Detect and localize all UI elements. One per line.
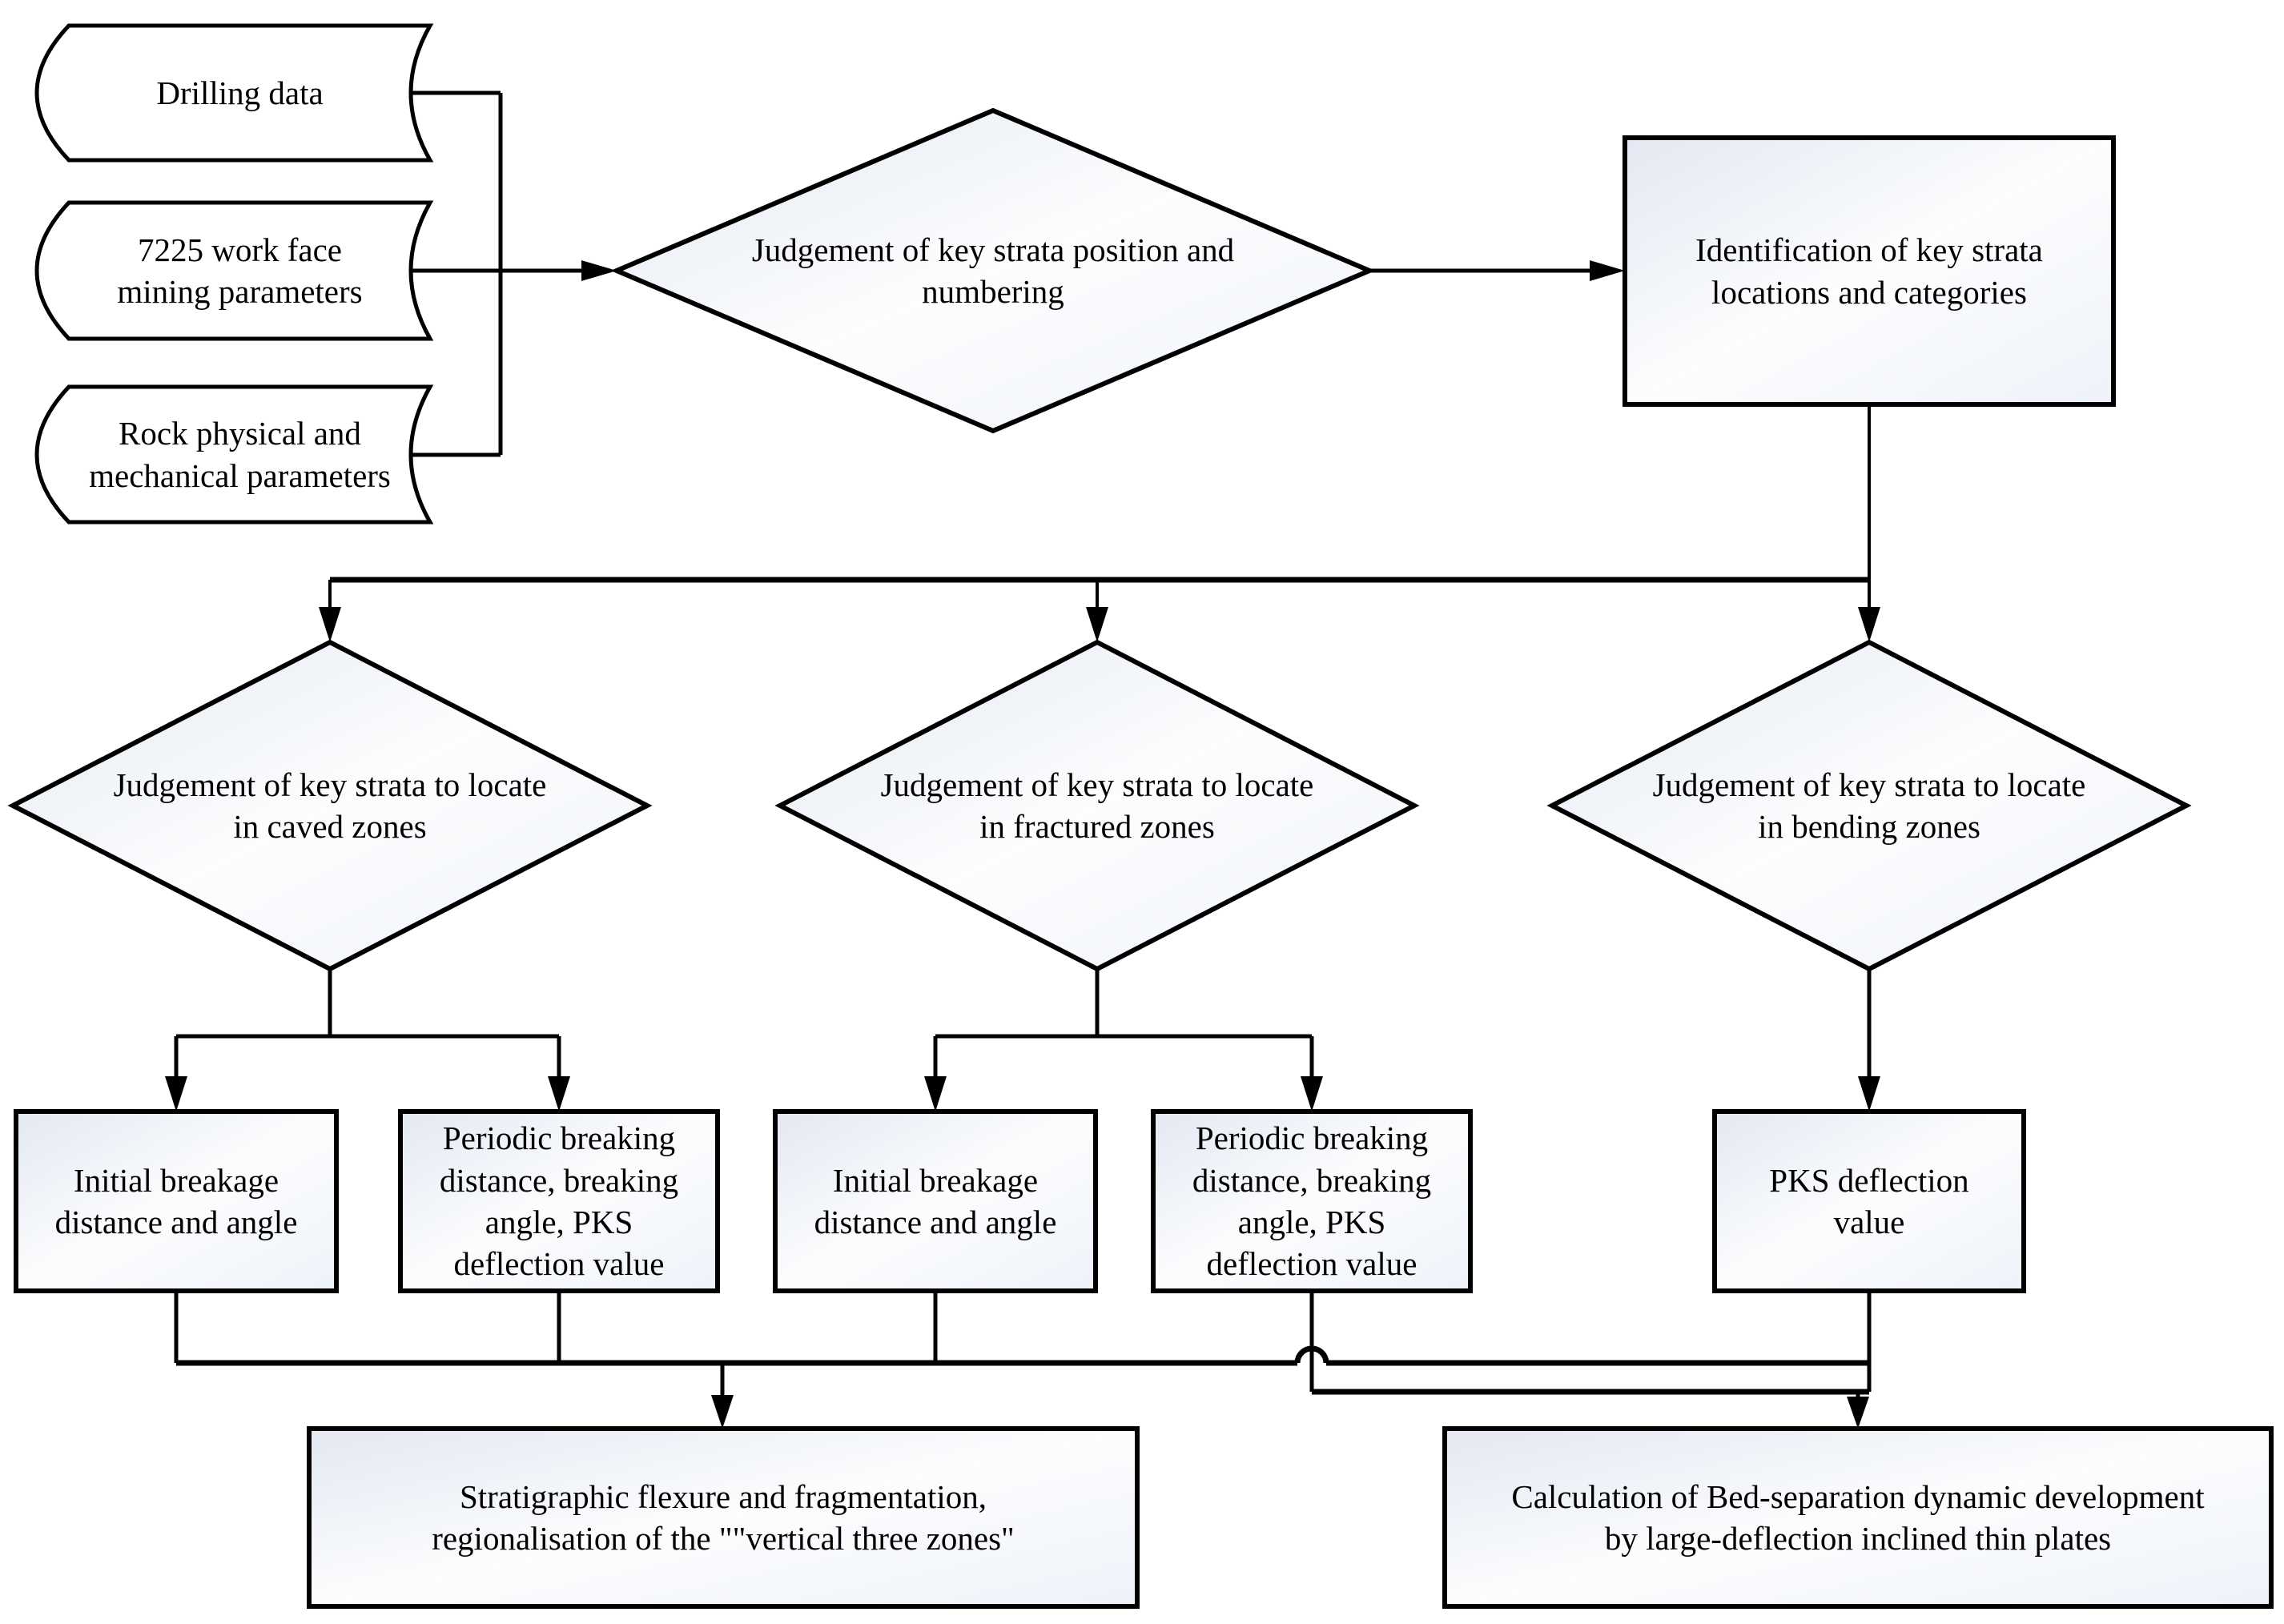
zone-drop-lines: [328, 580, 1871, 609]
process-box-periodic-breaking-left: [398, 1109, 720, 1293]
arrowhead: [319, 607, 341, 642]
split-connector-lines: [174, 969, 1872, 1078]
line-jump-arc: [1294, 1345, 1329, 1364]
arrowhead: [1590, 260, 1625, 281]
source-label-drilling-data: Drilling data: [156, 74, 324, 111]
process-label-initial-breakage-mid: Initial breakage distance and angle: [814, 1161, 1057, 1240]
output-connector-lines: [174, 1291, 1872, 1400]
decision-label-caved-zones: Judgement of key strata to locate in cav…: [113, 766, 547, 845]
source-label-mining-parameters: 7225 work face mining parameters: [117, 231, 363, 310]
process-box-pks-deflection: [1712, 1109, 2026, 1293]
arrowhead: [1847, 1397, 1869, 1429]
source-label-rock-parameters: Rock physical and mechanical parameters: [89, 415, 391, 494]
arrowhead: [1858, 1076, 1880, 1111]
stored-data-shape-rock-parameters: [34, 384, 434, 525]
process-label-stratigraphic-flexure: Stratigraphic flexure and fragmentation,…: [432, 1477, 1015, 1557]
arrowhead: [924, 1076, 947, 1111]
decision-diamond-fractured-zones: [774, 639, 1420, 972]
process-label-periodic-breaking-left: Periodic breaking distance, breaking ang…: [439, 1120, 679, 1283]
process-box-bed-separation: [1442, 1426, 2274, 1609]
arrowhead: [548, 1076, 570, 1111]
process-label-identification: Identification of key strata locations a…: [1695, 231, 2043, 311]
process-box-stratigraphic-flexure: [307, 1426, 1140, 1609]
process-label-periodic-breaking-mid: Periodic breaking distance, breaking ang…: [1192, 1120, 1432, 1283]
process-label-pks-deflection: PKS deflection value: [1769, 1161, 1969, 1240]
decision-label-fractured-zones: Judgement of key strata to locate in fra…: [880, 766, 1314, 845]
arrowhead: [1301, 1076, 1323, 1111]
arrowhead: [165, 1076, 187, 1111]
decision-diamond-bending-zones: [1546, 639, 2192, 972]
process-box-initial-breakage-left: [14, 1109, 339, 1293]
process-label-initial-breakage-left: Initial breakage distance and angle: [54, 1161, 298, 1240]
process-box-periodic-breaking-mid: [1151, 1109, 1473, 1293]
decision-diamond-caved-zones: [7, 639, 653, 972]
process-box-identification: [1623, 135, 2116, 407]
decision-diamond-position-numbering: [610, 107, 1376, 434]
stored-data-shape-drilling-data: [34, 23, 434, 163]
arrowhead: [581, 260, 617, 281]
process-box-initial-breakage-mid: [773, 1109, 1098, 1293]
source-connector-lines: [411, 90, 1590, 457]
arrowhead: [711, 1395, 734, 1429]
process-label-bed-separation: Calculation of Bed-separation dynamic de…: [1511, 1477, 2205, 1557]
arrowhead: [1086, 607, 1108, 642]
collector-line-1: [176, 1345, 1869, 1366]
decision-label-position-numbering: Judgement of key strata position and num…: [751, 231, 1235, 310]
decision-label-bending-zones: Judgement of key strata to locate in ben…: [1652, 766, 2086, 845]
arrowhead: [1858, 607, 1880, 642]
stored-data-shape-mining-parameters: [34, 200, 434, 341]
